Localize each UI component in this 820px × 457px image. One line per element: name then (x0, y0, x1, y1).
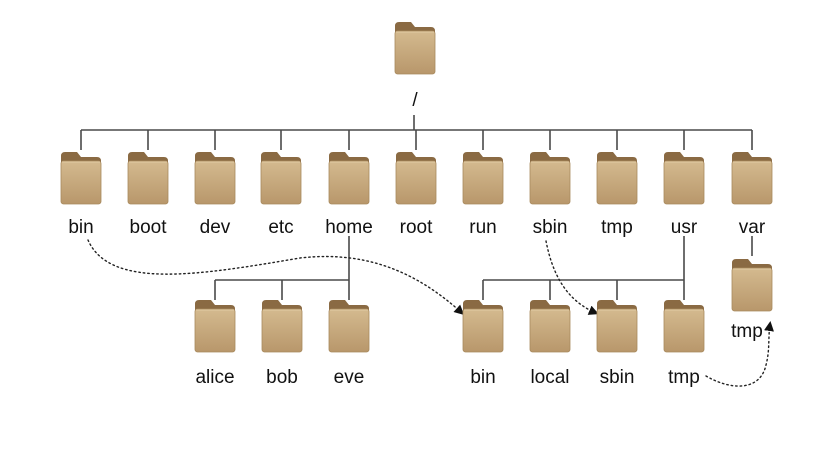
root-dir-label: / (412, 90, 418, 111)
folder-etc[interactable]: etc (260, 152, 302, 238)
folder-label: run (469, 217, 496, 238)
folder-label: tmp (668, 367, 700, 388)
folder-label: sbin (533, 217, 568, 238)
folder-label: tmp (601, 217, 633, 238)
symlink-arrows (87, 239, 774, 387)
folder-root[interactable]: root (395, 152, 437, 238)
folder-icon (260, 152, 302, 205)
folder-icon (60, 152, 102, 205)
folder-icon (731, 152, 773, 205)
folder-icon (596, 300, 638, 353)
folder-bob[interactable]: bob (261, 300, 303, 388)
folder-icon (328, 152, 370, 205)
folder-usr-sbin[interactable]: sbin (596, 300, 638, 388)
folder-usr-tmp[interactable]: tmp (663, 300, 705, 388)
folder-label: bob (266, 367, 298, 388)
folder-alice[interactable]: alice (194, 300, 236, 388)
folder-icon (529, 152, 571, 205)
folder-icon (731, 259, 773, 312)
folder-label: bin (68, 217, 93, 238)
folder-icon (596, 152, 638, 205)
folder-usr[interactable]: usr (663, 152, 705, 238)
folder-icon (462, 152, 504, 205)
symlink-bin-arrow (87, 239, 465, 316)
folder-sbin[interactable]: sbin (529, 152, 571, 238)
folder-label: var (739, 217, 766, 238)
symlink-tmp-arrow (705, 321, 774, 387)
folder-icon (261, 300, 303, 353)
folder-label: bin (470, 367, 495, 388)
folder-eve[interactable]: eve (328, 300, 370, 388)
folder-var-tmp[interactable]: tmp (731, 259, 773, 342)
folder-icon (663, 152, 705, 205)
folder-label: root (400, 217, 433, 238)
folder-icon (394, 22, 436, 75)
folder-icon (194, 300, 236, 353)
folder-icon (194, 152, 236, 205)
folder-bin[interactable]: bin (60, 152, 102, 238)
folder-icon (529, 300, 571, 353)
folder-label: usr (671, 217, 698, 238)
folder-label: eve (334, 367, 365, 388)
folder-label: tmp (731, 321, 763, 342)
folder-label: sbin (600, 367, 635, 388)
folder-icon (663, 300, 705, 353)
folder-run[interactable]: run (462, 152, 504, 238)
folder-usr-local[interactable]: local (529, 300, 571, 388)
folder-label: dev (200, 217, 231, 238)
folder-icon (328, 300, 370, 353)
folder-icon (395, 152, 437, 205)
folder-label: etc (268, 217, 293, 238)
folder-label: alice (195, 367, 234, 388)
folder-root-dir[interactable]: / (394, 22, 436, 111)
folder-tmp[interactable]: tmp (596, 152, 638, 238)
folder-usr-bin[interactable]: bin (462, 300, 504, 388)
folder-boot[interactable]: boot (127, 152, 169, 238)
folder-dev[interactable]: dev (194, 152, 236, 238)
folder-var[interactable]: var (731, 152, 773, 238)
folder-label: local (530, 367, 569, 388)
folder-label: home (325, 217, 373, 238)
folder-icon (462, 300, 504, 353)
tree-connectors (80, 115, 753, 300)
folder-label: boot (130, 217, 168, 238)
folder-home[interactable]: home (325, 152, 373, 238)
folder-icon (127, 152, 169, 205)
symlink-sbin-arrow (545, 240, 599, 315)
